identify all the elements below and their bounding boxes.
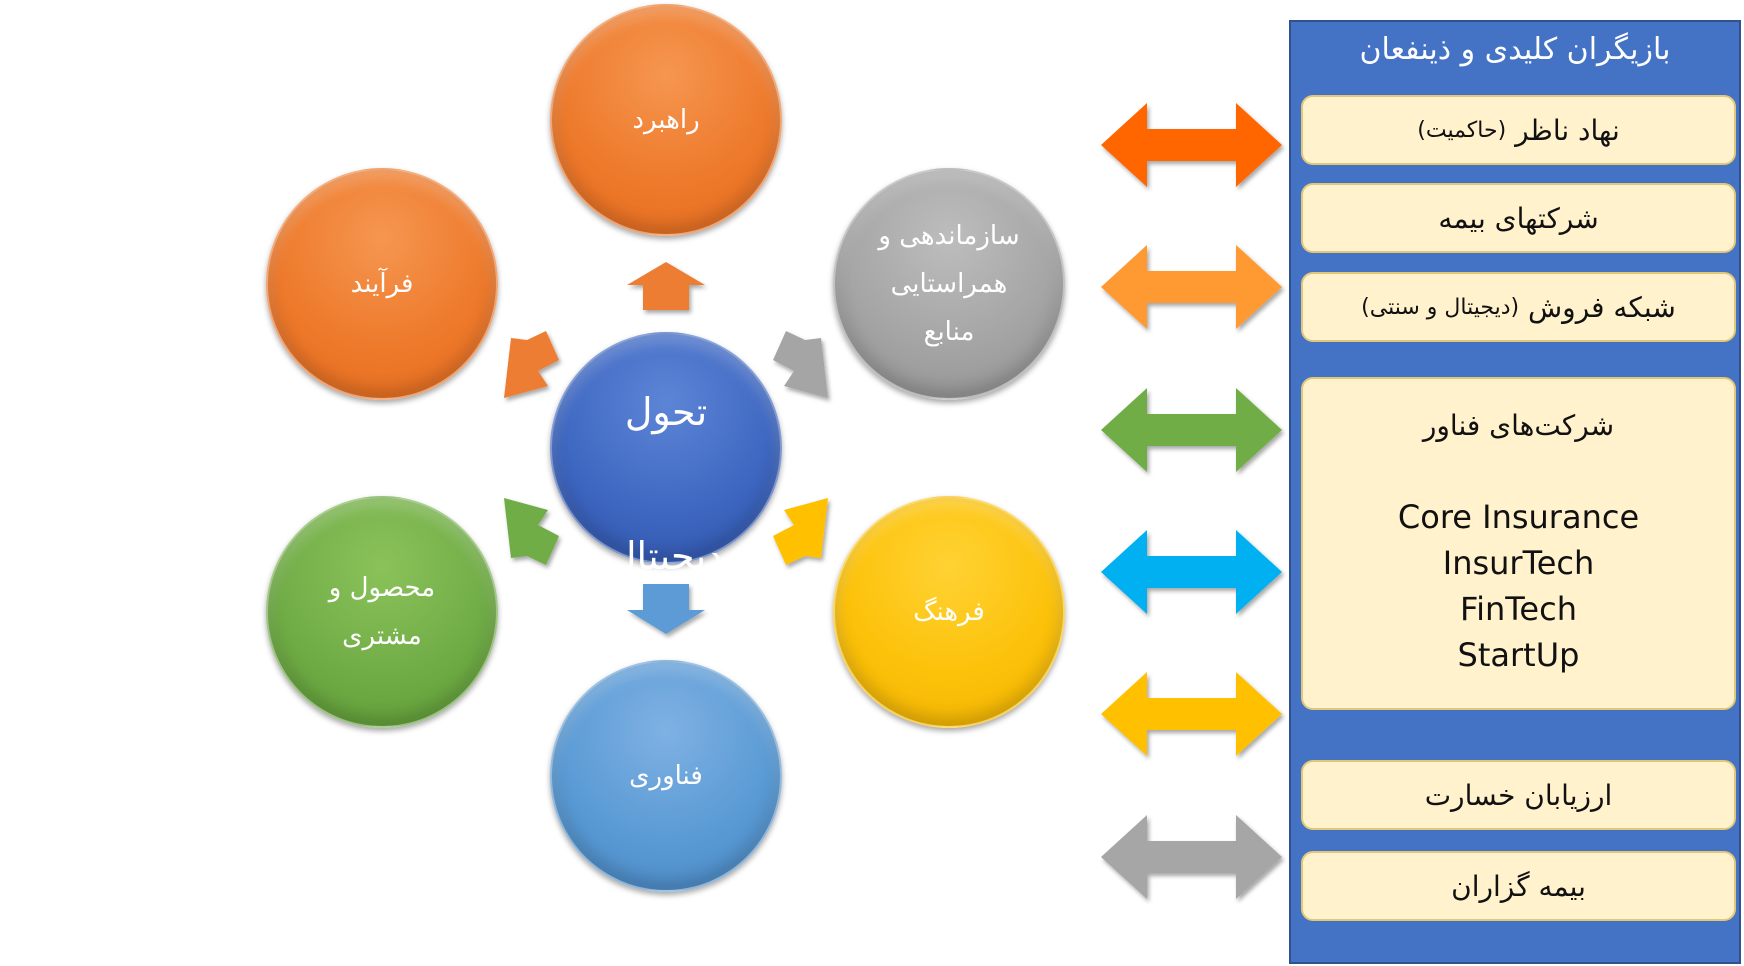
- center-line-1: تحول: [624, 389, 708, 434]
- double-arrow-icon: [1101, 530, 1282, 614]
- circle-digital-transformation: تحول دیجیتال: [550, 332, 782, 578]
- arrow-up-icon: [627, 262, 705, 310]
- circle-process-label: فرآیند: [350, 268, 414, 299]
- panel-title: بازیگران کلیدی و ذینفعان: [1359, 32, 1671, 67]
- regulator-label: نهاد ناظر: [1515, 113, 1620, 147]
- circle-product-label: محصول و مشتری: [328, 572, 436, 651]
- arrow-down-icon: [627, 584, 705, 634]
- circle-culture-label: فرهنگ: [913, 596, 985, 627]
- arrow-up-right-icon: [773, 331, 828, 398]
- circle-product-customer: محصول و مشتری: [266, 496, 498, 728]
- tech-line: FinTech: [1460, 590, 1577, 628]
- circle-organization: سازماندهی و همراستایی منابع: [833, 168, 1065, 400]
- tech-line: StartUp: [1457, 636, 1580, 674]
- double-arrow-icon: [1101, 103, 1282, 187]
- double-arrow-icon: [1101, 245, 1282, 329]
- adjusters-label: ارزیابان خسارت: [1424, 778, 1613, 812]
- circle-strategy-label: راهبرد: [632, 104, 700, 135]
- circle-technology: فناوری: [550, 660, 782, 892]
- center-line-2: دیجیتال: [608, 534, 724, 579]
- stakeholder-regulator: نهاد ناظر (حاکمیت): [1301, 95, 1736, 165]
- arrow-down-right-icon: [773, 498, 828, 565]
- double-arrow-icon: [1101, 815, 1282, 899]
- circle-process: فرآیند: [266, 168, 498, 400]
- insurers-label: شرکتهای بیمه: [1438, 201, 1599, 235]
- brokers-label: بیمه گزاران: [1451, 869, 1586, 903]
- tech-line: Core Insurance: [1397, 498, 1640, 536]
- regulator-sub: (حاکمیت): [1417, 117, 1507, 143]
- double-arrow-icon: [1101, 388, 1282, 472]
- tech-title: شرکت‌های فناور: [1422, 409, 1615, 442]
- stakeholder-policyholders: بیمه گزاران: [1301, 851, 1736, 921]
- sales-sub: (دیجیتال و سنتی): [1361, 294, 1520, 320]
- arrow-up-left-icon: [504, 331, 559, 398]
- circle-organization-label: سازماندهی و همراستایی منابع: [878, 220, 1020, 348]
- stakeholder-sales-network: شبکه فروش (دیجیتال و سنتی): [1301, 272, 1736, 342]
- stakeholder-tech-companies: شرکت‌های فناور Core Insurance InsurTech …: [1301, 377, 1736, 710]
- stakeholders-panel: بازیگران کلیدی و ذینفعان نهاد ناظر (حاکم…: [1289, 20, 1741, 964]
- tech-line: InsurTech: [1442, 544, 1595, 582]
- circle-culture: فرهنگ: [833, 496, 1065, 728]
- stakeholder-loss-adjusters: ارزیابان خسارت: [1301, 760, 1736, 830]
- circle-strategy: راهبرد: [550, 4, 782, 236]
- arrow-down-left-icon: [504, 498, 559, 565]
- double-arrow-icon: [1101, 672, 1282, 756]
- circle-technology-label: فناوری: [629, 760, 703, 791]
- stakeholder-insurers: شرکتهای بیمه: [1301, 183, 1736, 253]
- sales-label: شبکه فروش: [1528, 290, 1676, 324]
